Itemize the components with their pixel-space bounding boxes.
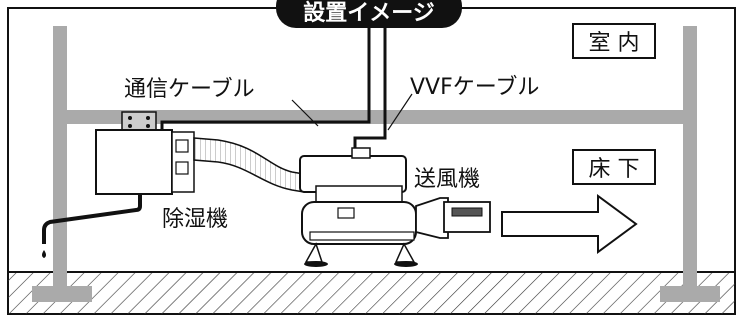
- airflow-arrow-icon: [501, 194, 638, 254]
- cables: [160, 28, 387, 152]
- drain-pipe: [42, 194, 142, 244]
- dehumidifier-unit: [95, 129, 195, 195]
- dehumidifier-label: 除湿機: [162, 207, 228, 232]
- underfloor-label-box: [572, 149, 656, 185]
- underfloor-label: 床 下: [589, 157, 640, 182]
- vvf-cable-label: VVFケーブル: [410, 75, 539, 100]
- flex-hose: [193, 137, 305, 193]
- blower-unit: [299, 147, 491, 267]
- blower-label: 送風機: [414, 167, 480, 192]
- comm-cable-label: 通信ケーブル: [124, 77, 255, 102]
- ground-hatch: [8, 272, 735, 314]
- comm-cable-callout: [291, 99, 319, 127]
- title-text: 設置イメージ: [303, 0, 435, 26]
- indoor-label-box: [572, 23, 656, 59]
- right-post: [660, 26, 720, 302]
- left-post: [32, 26, 92, 302]
- vvf-cable-callout: [387, 93, 413, 131]
- indoor-label: 室 内: [589, 31, 640, 56]
- water-drop-icon: [42, 250, 46, 258]
- title-badge: 設置イメージ: [276, 0, 462, 28]
